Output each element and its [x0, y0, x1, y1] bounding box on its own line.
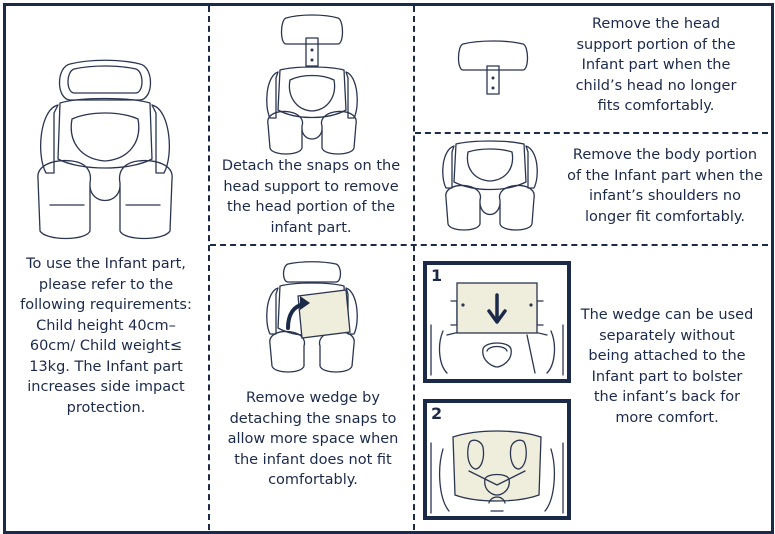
intro-text: To use the Infant part, please refer to … [20, 256, 192, 416]
detach-head-text: Detach the snaps on the head support to … [221, 158, 401, 236]
step-2-panel: 2 [423, 399, 571, 520]
step-1-panel: 1 [423, 261, 571, 383]
remove-head-text: Remove the head support portion of the I… [575, 16, 737, 114]
remove-body-text: Remove the body portion of the Infant pa… [567, 147, 763, 225]
remove-wedge-text: Remove wedge by detaching the snaps to a… [227, 390, 399, 488]
head-support-icon [457, 40, 529, 95]
wedge-use-text: The wedge can be used separately without… [580, 307, 754, 426]
step-2-illustration [430, 430, 564, 514]
divider-v1 [208, 6, 210, 530]
step-1-illustration [430, 282, 564, 376]
remove-wedge-icon [266, 261, 358, 373]
infant-insert-icon [37, 59, 173, 240]
divider-h2 [210, 244, 768, 246]
body-portion-icon [442, 140, 538, 231]
step-2-number: 2 [431, 404, 443, 423]
divider-v2 [413, 6, 415, 530]
divider-h1 [415, 132, 768, 134]
infant-insert-detached-icon [266, 14, 358, 155]
instruction-sheet [3, 3, 774, 534]
step-1-number: 1 [431, 266, 443, 285]
